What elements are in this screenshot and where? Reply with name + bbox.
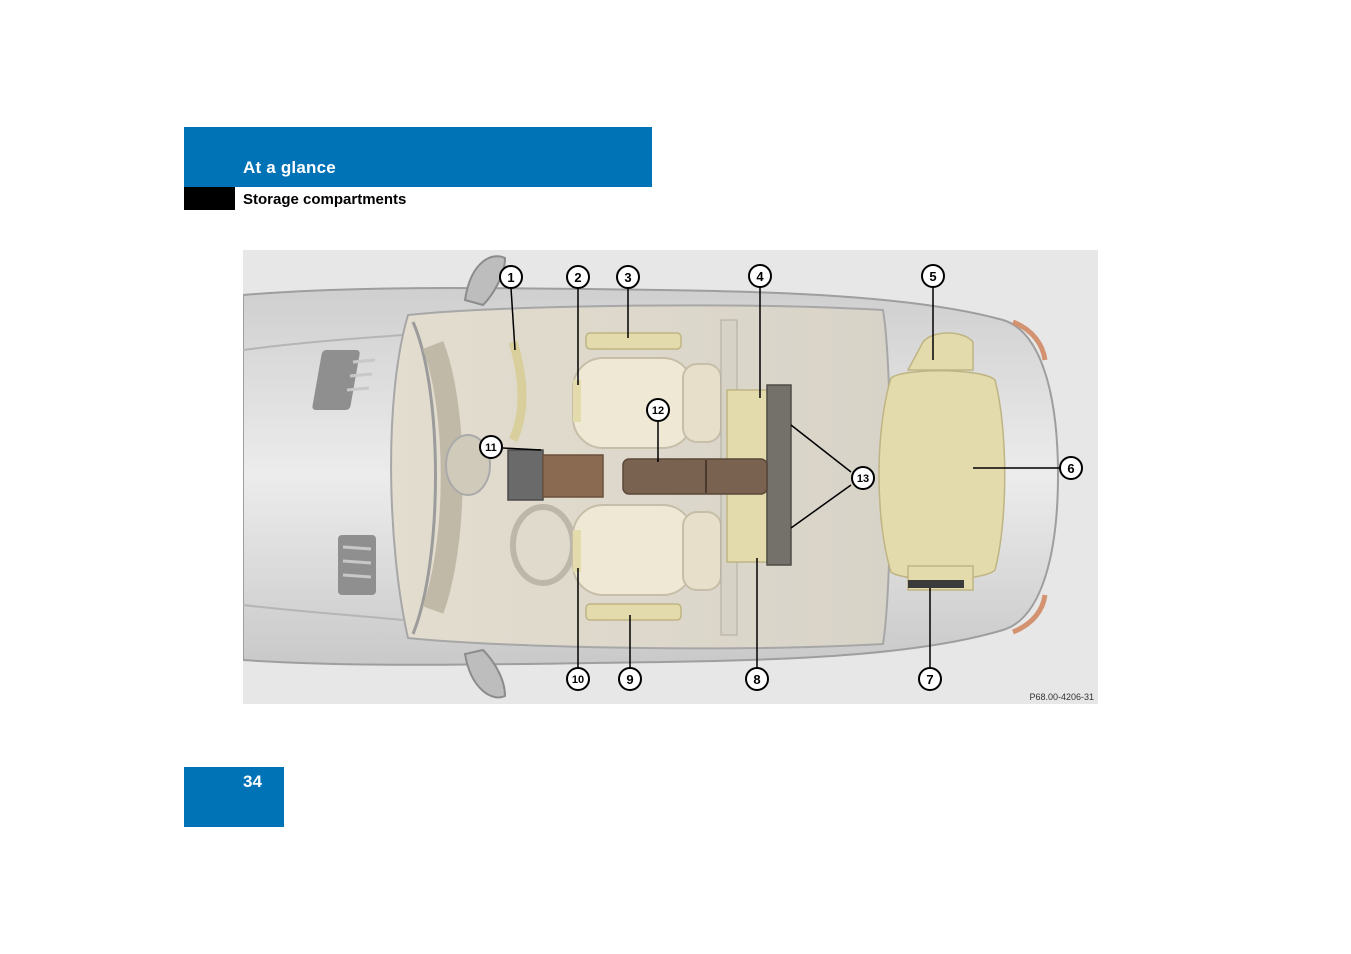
figure-reference-code: P68.00-4206-31 — [1029, 692, 1094, 702]
page-number-box — [184, 767, 284, 827]
callout-markers: 1 2 3 4 5 6 7 — [479, 264, 1083, 691]
callout-2: 2 — [566, 265, 590, 289]
compartment-9 — [585, 603, 682, 621]
svg-text:13: 13 — [857, 473, 869, 485]
compartment-1 — [508, 340, 527, 442]
svg-text:9: 9 — [626, 672, 633, 687]
center-stack-display — [507, 449, 544, 501]
compartment-6 — [878, 369, 1006, 581]
compartment-10 — [573, 530, 581, 572]
compartment-5 — [906, 332, 974, 371]
compartment-2 — [573, 380, 581, 422]
callout-7: 7 — [918, 667, 942, 691]
svg-text:4: 4 — [756, 269, 764, 284]
chapter-header-bar — [184, 127, 652, 187]
callout-4: 4 — [748, 264, 772, 288]
svg-text:7: 7 — [926, 672, 933, 687]
callout-10: 10 — [566, 667, 590, 691]
chapter-title: At a glance — [243, 158, 336, 177]
callout-13: 13 — [851, 466, 875, 490]
passenger-seat — [572, 357, 722, 449]
callout-9: 9 — [618, 667, 642, 691]
car-top-view-drawing: 1 2 3 4 5 6 7 — [243, 255, 1083, 699]
page-number: 34 — [243, 772, 262, 791]
section-title: Storage compartments — [243, 191, 407, 208]
callout-leaders — [502, 287, 1060, 668]
callout-6: 6 — [1059, 456, 1083, 480]
svg-text:6: 6 — [1067, 461, 1074, 476]
car-storage-illustration: 1 2 3 4 5 6 7 — [243, 250, 1098, 704]
callout-8: 8 — [745, 667, 769, 691]
callout-12: 12 — [646, 398, 670, 422]
callout-3: 3 — [616, 265, 640, 289]
hood-vent-bottom — [338, 535, 376, 595]
callout-5: 5 — [921, 264, 945, 288]
svg-text:2: 2 — [574, 270, 581, 285]
compartment-12 — [622, 458, 768, 495]
compartment-13 — [766, 384, 792, 566]
svg-text:10: 10 — [572, 674, 584, 686]
svg-text:5: 5 — [929, 269, 936, 284]
svg-text:3: 3 — [624, 270, 631, 285]
svg-text:8: 8 — [753, 672, 760, 687]
section-marker — [184, 187, 235, 210]
compartment-3 — [585, 332, 682, 350]
callout-1: 1 — [499, 265, 523, 289]
svg-text:11: 11 — [485, 442, 497, 454]
storage-compartments — [508, 332, 1006, 621]
hood-vent-top — [312, 350, 376, 410]
callout-11: 11 — [479, 435, 503, 459]
svg-text:1: 1 — [507, 270, 514, 285]
svg-text:12: 12 — [652, 405, 664, 417]
mirror-right — [463, 648, 507, 699]
driver-seat — [572, 504, 722, 596]
mirror-left — [463, 255, 507, 307]
